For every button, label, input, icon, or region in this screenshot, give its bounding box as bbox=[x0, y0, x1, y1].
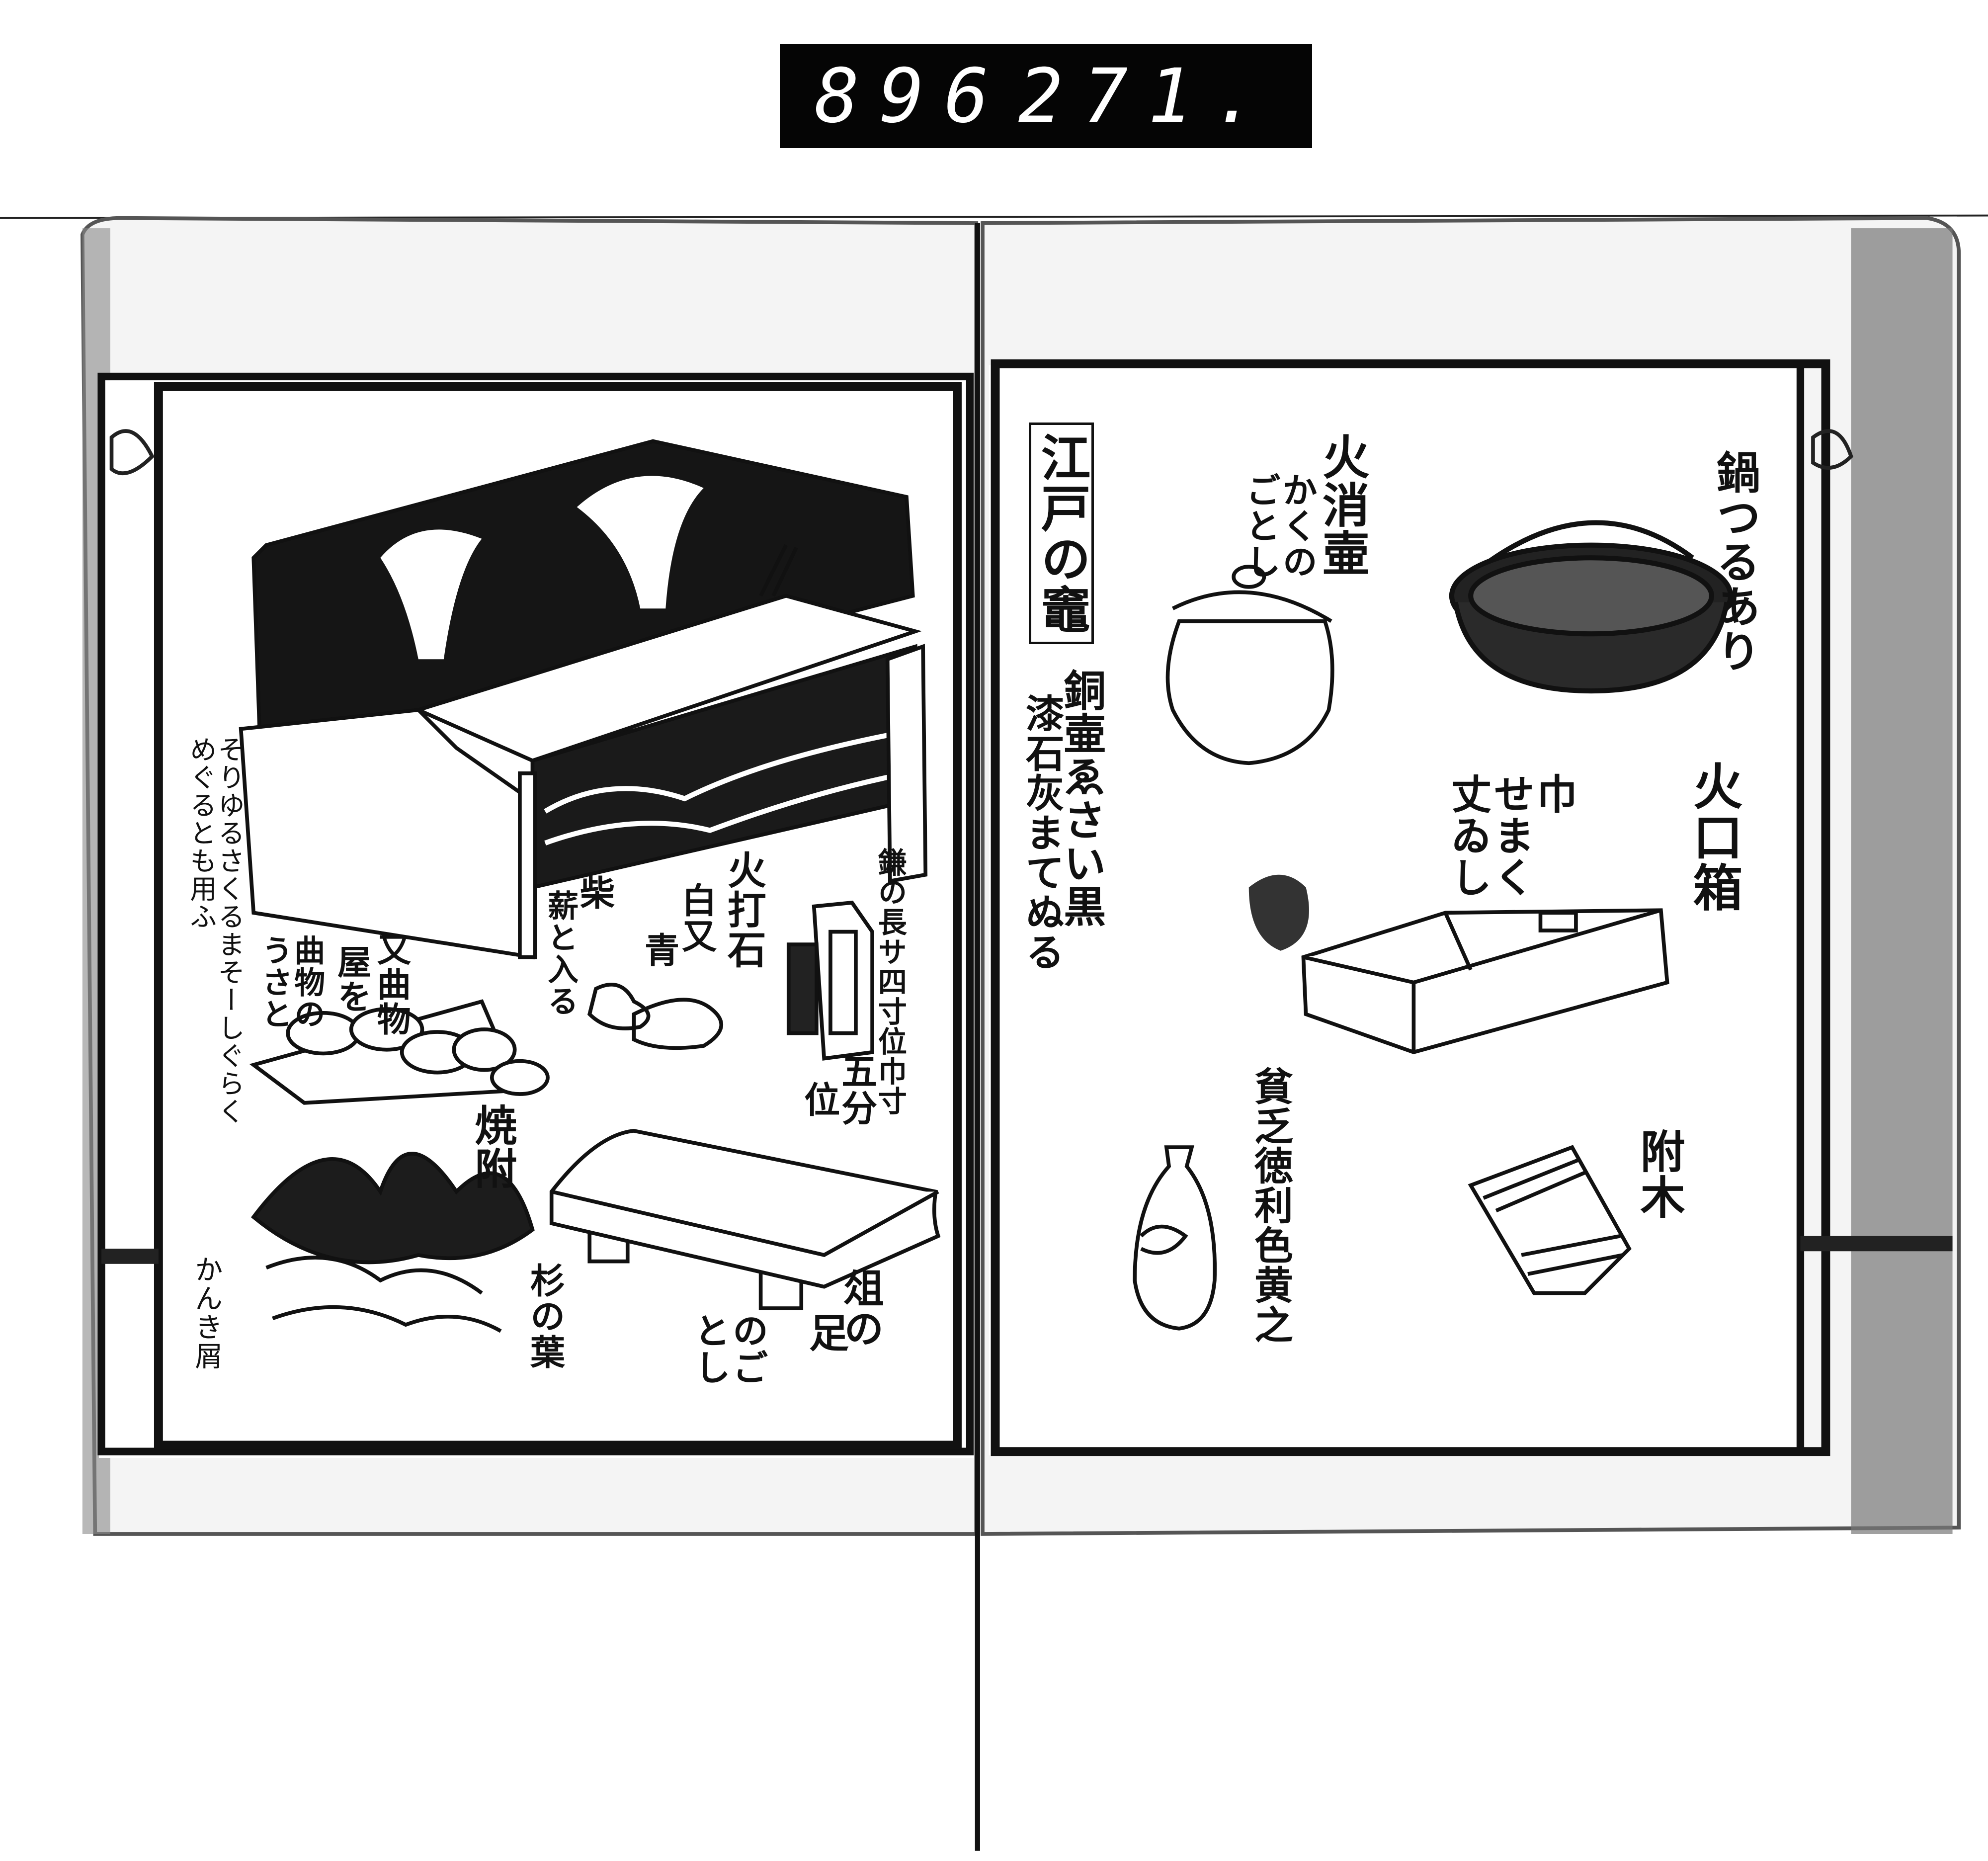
flint-label: 火打石 bbox=[721, 850, 766, 969]
fire-extinguishing-pot-drawing bbox=[1165, 565, 1334, 765]
tinderbox-note: 巾 せまく 丈ゐし bbox=[1444, 773, 1577, 898]
bottle-label: 貧乏徳利色黄之 bbox=[1247, 1066, 1293, 1345]
tinderbox-label: 火口箱 bbox=[1684, 761, 1743, 913]
matchwood-label: 附木 bbox=[1632, 1128, 1685, 1220]
cedar-leaves-drawing bbox=[250, 1152, 535, 1333]
brushwood-label: 柴 bbox=[574, 875, 616, 911]
ink-smudge bbox=[1248, 874, 1309, 951]
left-page-frame bbox=[97, 372, 974, 1455]
fire-pot-label: 火消壷 bbox=[1314, 432, 1370, 577]
hearth-drawing bbox=[239, 439, 928, 960]
sickle-label: 鎌の長サ四寸位巾寸 bbox=[873, 847, 907, 1116]
kettle-drawing bbox=[1449, 520, 1734, 694]
copper-note: 銅壷ゑさい黒 bbox=[1056, 669, 1106, 928]
board-label: 俎の bbox=[837, 1268, 884, 1349]
firewood-label: 薪と入る bbox=[542, 890, 579, 1017]
shavings-label-3: 曲物の うさと bbox=[256, 934, 326, 1030]
bottle-drawing bbox=[1133, 1145, 1217, 1331]
sickle-drawing bbox=[786, 900, 874, 1061]
wood-shavings-drawing bbox=[249, 999, 550, 1105]
board-label-3: のご とし bbox=[688, 1312, 769, 1386]
cutting-board-drawing bbox=[549, 1129, 941, 1310]
kettle-label: 鍋つるあり bbox=[1709, 450, 1761, 674]
cedar-leaves-label: 杉の葉 bbox=[524, 1263, 566, 1370]
archive-counter-label: 896 271. bbox=[780, 44, 1312, 148]
counter-left-number: 896 bbox=[815, 53, 1009, 140]
counter-right-number: 271. bbox=[1018, 53, 1277, 140]
matchwood-bundle-drawing bbox=[1468, 1145, 1632, 1295]
shavings-label: 又曲物 bbox=[371, 932, 411, 1036]
fire-pot-note: かくの ごとし bbox=[1240, 472, 1319, 580]
shavings-label-2: 屋を bbox=[331, 944, 371, 1014]
sickle-label-3: 位 bbox=[798, 1081, 840, 1118]
board-label-2: 足 bbox=[803, 1312, 849, 1353]
right-page-frame bbox=[991, 359, 1830, 1456]
flint-color-label: 白又 bbox=[676, 882, 718, 954]
section-title-edo-hearth: 江戸の竈 bbox=[1029, 423, 1094, 644]
tinderbox-drawing bbox=[1301, 908, 1669, 1054]
margin-note: そりゆるさくるまそーしぐらく めぐるとも用ふ bbox=[185, 736, 245, 1125]
sickle-label-2: 五分 bbox=[835, 1053, 878, 1126]
sawdust-label: かんき屑 bbox=[190, 1255, 223, 1370]
kindling-label: 焼附 bbox=[467, 1103, 517, 1190]
flint-color-label-2: 青 bbox=[639, 932, 680, 968]
flint-stones bbox=[587, 983, 724, 1050]
plaster-note: 漆石灰まてぬる bbox=[1019, 693, 1065, 972]
